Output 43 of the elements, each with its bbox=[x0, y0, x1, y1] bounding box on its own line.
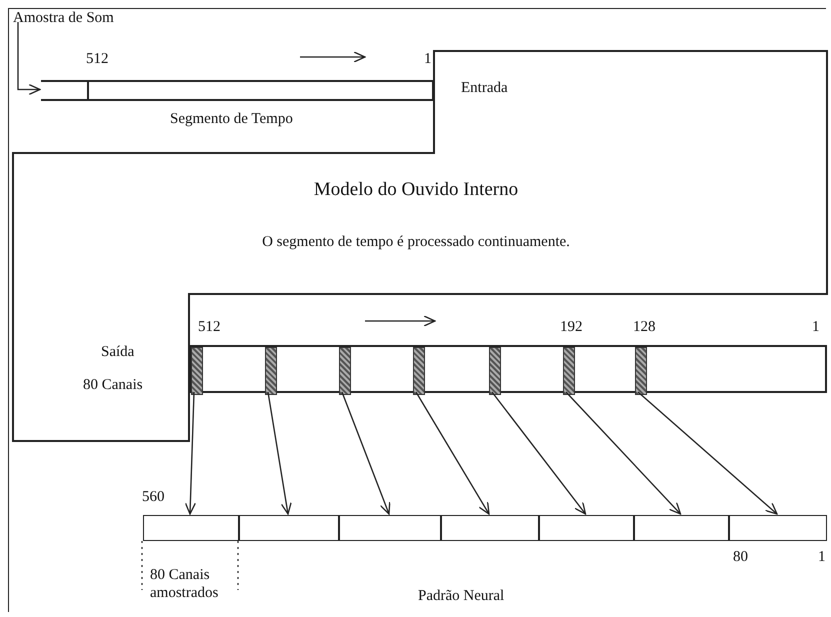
arrow bbox=[566, 392, 682, 515]
pattern-cell bbox=[729, 515, 827, 541]
pattern-cell bbox=[239, 515, 339, 541]
pattern-cell bbox=[634, 515, 729, 541]
arrow bbox=[267, 392, 292, 515]
arrow bbox=[638, 392, 778, 515]
shaded-block bbox=[265, 347, 277, 395]
shaded-block bbox=[635, 347, 647, 395]
text-label: 512 bbox=[86, 50, 108, 68]
text-label: 192 bbox=[560, 318, 582, 336]
output-buffer-bar bbox=[189, 345, 827, 393]
node-label: Saída bbox=[101, 343, 134, 361]
arrow bbox=[341, 392, 390, 515]
number-label: 1 bbox=[818, 548, 826, 566]
arrow bbox=[184, 392, 196, 515]
arrow bbox=[17, 22, 41, 96]
number-label: 560 bbox=[142, 488, 164, 506]
arrow bbox=[415, 392, 490, 515]
text-label: 1 bbox=[812, 318, 820, 336]
shaded-block bbox=[563, 347, 575, 395]
node-label: Entrada bbox=[461, 79, 508, 97]
arrow bbox=[491, 392, 586, 515]
text-label: 128 bbox=[633, 318, 656, 336]
pattern-cell bbox=[441, 515, 539, 541]
text-label: 512 bbox=[198, 318, 220, 336]
time-segment-bar bbox=[41, 80, 434, 101]
pattern-cell bbox=[339, 515, 441, 541]
description-text: O segmento de tempo é processado continuamente. bbox=[262, 233, 570, 251]
shaded-block bbox=[413, 347, 425, 395]
number-label: 80 bbox=[733, 548, 748, 566]
text-label: 1 bbox=[424, 50, 432, 68]
pattern-cell bbox=[143, 515, 239, 541]
node-label: 80 Canais bbox=[83, 376, 143, 394]
node-label: Padrão Neural bbox=[418, 587, 504, 605]
frame-box bbox=[8, 8, 826, 612]
shaded-block bbox=[489, 347, 501, 395]
shaded-block bbox=[339, 347, 351, 395]
node-label: Amostra de Som bbox=[13, 9, 114, 27]
shaded-block bbox=[191, 347, 203, 395]
pattern-cell bbox=[539, 515, 634, 541]
text-label: Segmento de Tempo bbox=[170, 110, 293, 128]
model-title: Modelo do Ouvido Interno bbox=[314, 181, 518, 199]
dimension-text: 80 Canais amostrados bbox=[150, 566, 220, 602]
